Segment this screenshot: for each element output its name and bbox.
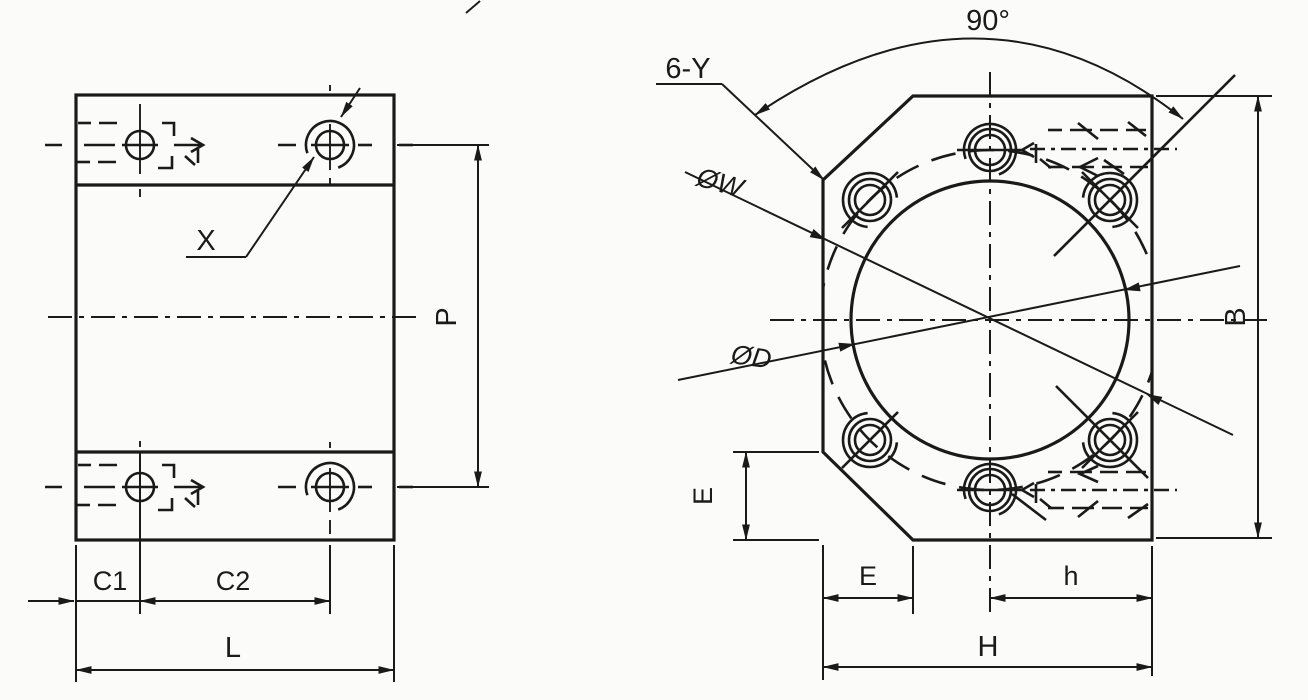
dim-b: B bbox=[1156, 95, 1272, 539]
dim-bore-label: ØD bbox=[728, 339, 773, 374]
dim-p: P bbox=[397, 144, 489, 488]
dim-c1-c2-l: C1 C2 L bbox=[28, 452, 395, 682]
bolt-hole-top-center bbox=[957, 122, 1023, 176]
dim-h-overall: H bbox=[822, 631, 1153, 671]
dim-e-side-label: E bbox=[688, 487, 718, 505]
dim-b-label: B bbox=[1220, 307, 1252, 326]
dim-h-small-label: h bbox=[1063, 561, 1078, 591]
bolt-hole-top-left bbox=[841, 171, 899, 229]
dim-angle-90: 90° bbox=[754, 5, 1184, 120]
holes-callout-leader bbox=[721, 83, 825, 181]
holes-callout-label: 6-Y bbox=[665, 53, 710, 85]
dim-e-bottom-label: E bbox=[859, 561, 877, 591]
counterbore-arc bbox=[304, 461, 356, 511]
dim-l-label: L bbox=[225, 632, 241, 664]
front-view: 90° 6-Y ØW ØD B bbox=[656, 5, 1272, 680]
bolt-hole-bottom-left bbox=[841, 411, 899, 469]
bolt-hole-bottom-right bbox=[1055, 385, 1149, 479]
dim-angle-label: 90° bbox=[966, 5, 1010, 37]
x-leader-line bbox=[245, 156, 315, 258]
side-view: X P C1 C2 L bbox=[28, 85, 489, 682]
holes-callout: 6-Y bbox=[656, 53, 825, 181]
bore-circle bbox=[849, 179, 1131, 461]
lube-arrow-top bbox=[1019, 141, 1052, 170]
x-callout: X bbox=[186, 87, 361, 258]
side-flow-arrow-bottom bbox=[174, 478, 206, 508]
counterbore-arc bbox=[304, 119, 356, 169]
side-hidden-passage-bottom bbox=[77, 463, 176, 512]
x-callout-label: X bbox=[196, 225, 215, 257]
x-leader-line-upper bbox=[340, 87, 361, 118]
bolt-hole-top-right bbox=[1053, 74, 1236, 257]
cropped-fragment bbox=[465, 0, 481, 14]
side-hole-top-left bbox=[122, 104, 158, 197]
dim-e-side: E bbox=[688, 451, 819, 541]
dim-c2-label: C2 bbox=[216, 566, 251, 596]
hidden-port-top-right bbox=[1030, 120, 1177, 178]
bolt-hole-bottom-center bbox=[957, 462, 1023, 516]
dim-h-small: h bbox=[989, 546, 1153, 676]
dim-p-label: P bbox=[431, 307, 463, 326]
side-flow-arrow-top bbox=[174, 136, 206, 166]
hole-diagonal-extension bbox=[1053, 74, 1236, 257]
side-hole-top-right bbox=[304, 85, 356, 184]
side-hole-bottom-right bbox=[304, 442, 356, 534]
side-hidden-passage-top bbox=[77, 121, 176, 170]
hidden-port-bottom-right bbox=[1011, 464, 1177, 522]
dim-bore: ØD bbox=[677, 265, 1241, 381]
dim-h-overall-label: H bbox=[978, 631, 999, 663]
dim-c1-label: C1 bbox=[93, 566, 128, 596]
dim-e-bottom: E bbox=[822, 545, 914, 680]
dim-angle-arc bbox=[754, 37, 1184, 120]
lube-arrow-bottom bbox=[1019, 481, 1052, 510]
